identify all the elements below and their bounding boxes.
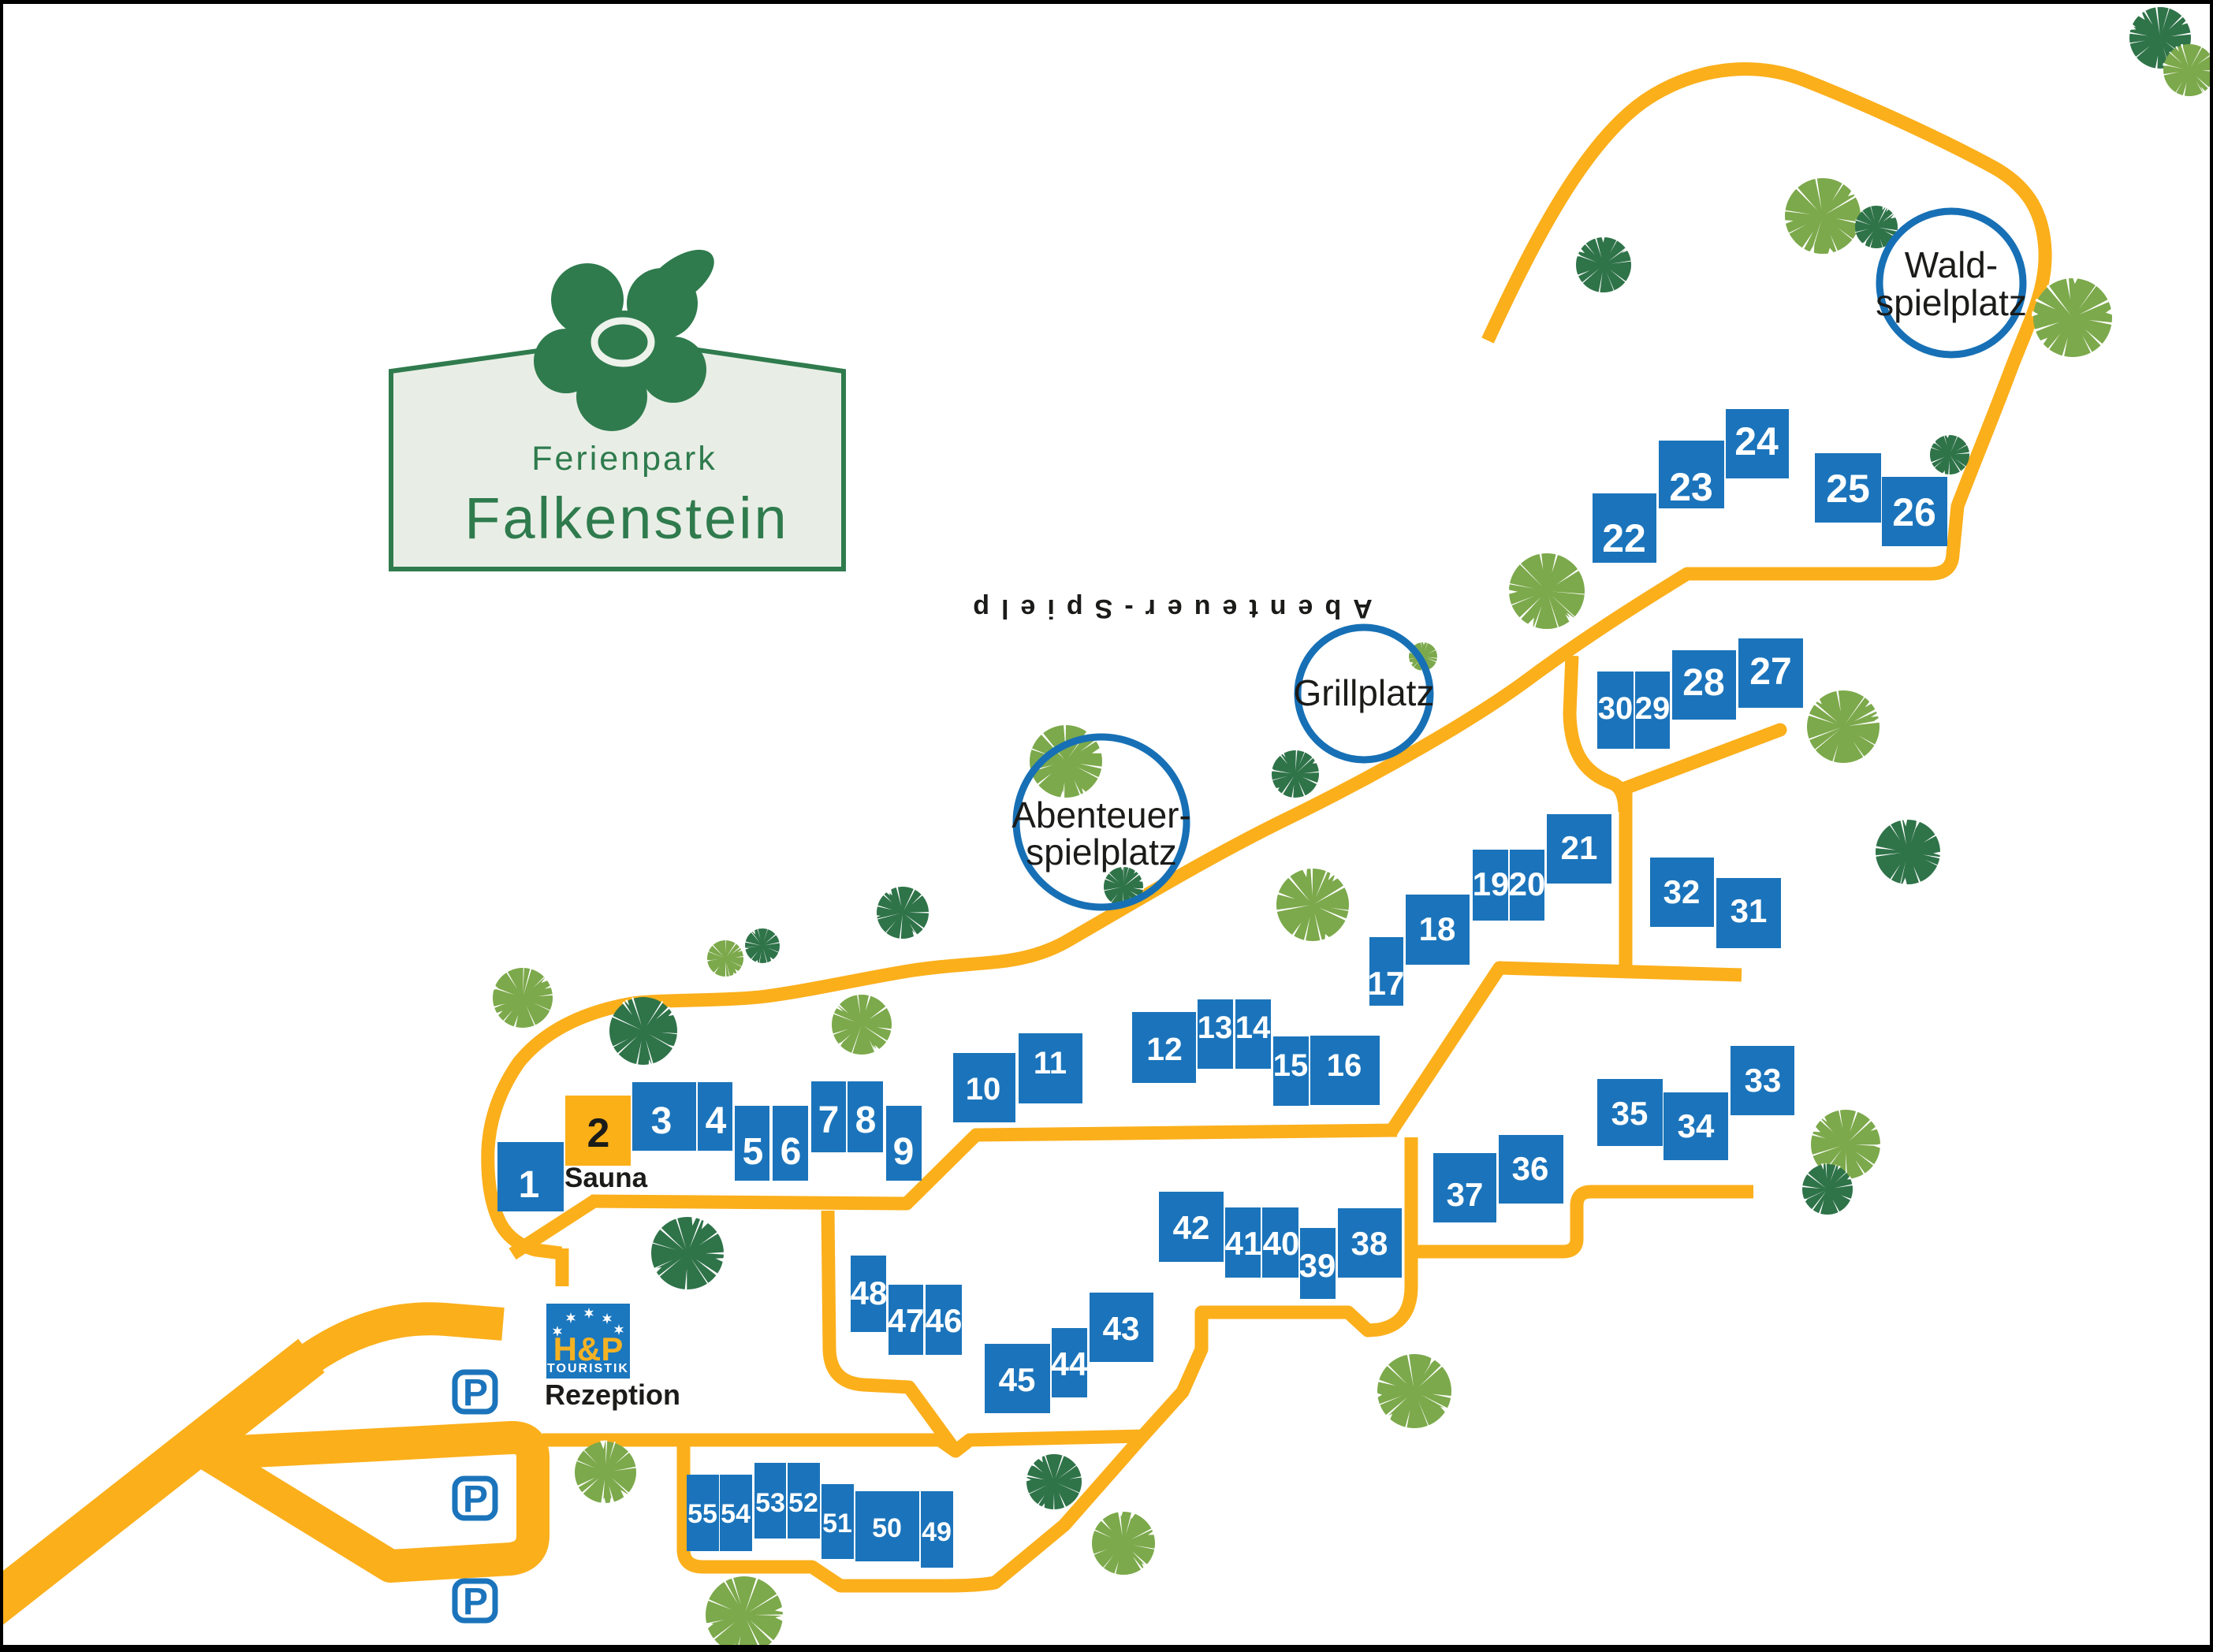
svg-text:spielplatz: spielplatz [1026, 832, 1177, 873]
svg-text:22: 22 [1602, 516, 1646, 560]
svg-text:19: 19 [1473, 865, 1510, 902]
svg-text:31: 31 [1731, 892, 1768, 929]
svg-text:36: 36 [1512, 1150, 1549, 1187]
svg-text:27: 27 [1749, 651, 1791, 693]
svg-text:18: 18 [1419, 910, 1456, 947]
svg-text:Wald-: Wald- [1905, 244, 1998, 285]
svg-text:4: 4 [706, 1100, 727, 1142]
svg-text:45: 45 [999, 1361, 1036, 1398]
svg-text:1: 1 [519, 1164, 540, 1206]
svg-text:P: P [463, 1479, 488, 1520]
svg-text:48: 48 [851, 1274, 888, 1312]
svg-text:Falkenstein: Falkenstein [464, 486, 788, 551]
svg-text:46: 46 [926, 1302, 963, 1339]
svg-text:24: 24 [1734, 419, 1779, 463]
svg-text:10: 10 [966, 1072, 1001, 1107]
svg-text:P: P [463, 1372, 488, 1414]
svg-text:26: 26 [1892, 490, 1936, 534]
svg-text:30: 30 [1598, 691, 1634, 726]
svg-text:32: 32 [1663, 873, 1701, 910]
svg-text:Abenteuer-: Abenteuer- [1011, 794, 1191, 835]
svg-text:38: 38 [1351, 1225, 1388, 1262]
svg-text:43: 43 [1103, 1310, 1140, 1347]
svg-text:35: 35 [1611, 1095, 1649, 1132]
svg-text:spielplatz: spielplatz [1876, 282, 2027, 323]
svg-text:7: 7 [818, 1099, 840, 1141]
svg-text:37: 37 [1447, 1176, 1484, 1213]
svg-text:29: 29 [1635, 691, 1671, 726]
svg-text:11: 11 [1034, 1046, 1067, 1081]
svg-text:Ferienpark: Ferienpark [531, 440, 717, 478]
svg-text:H&P: H&P [553, 1330, 624, 1367]
svg-text:Rezeption: Rezeption [545, 1379, 680, 1411]
svg-text:47: 47 [888, 1302, 925, 1339]
svg-text:Abenteuer-Spielp: Abenteuer-Spielp [961, 593, 1372, 623]
svg-text:50: 50 [872, 1513, 902, 1543]
svg-text:Grillplatz: Grillplatz [1294, 672, 1435, 713]
svg-text:28: 28 [1682, 662, 1724, 704]
svg-text:6: 6 [781, 1131, 802, 1173]
svg-text:34: 34 [1678, 1107, 1715, 1144]
svg-text:44: 44 [1051, 1345, 1088, 1382]
svg-text:TOURISTIK: TOURISTIK [547, 1362, 629, 1375]
svg-text:54: 54 [721, 1499, 751, 1529]
svg-text:25: 25 [1826, 467, 1870, 511]
svg-text:21: 21 [1561, 829, 1598, 866]
svg-text:12: 12 [1146, 1031, 1183, 1067]
svg-text:20: 20 [1509, 865, 1546, 902]
svg-text:39: 39 [1299, 1247, 1336, 1284]
svg-text:51: 51 [822, 1509, 852, 1539]
svg-text:8: 8 [855, 1099, 877, 1141]
svg-text:2: 2 [587, 1111, 610, 1156]
svg-text:9: 9 [893, 1131, 915, 1173]
svg-text:16: 16 [1327, 1048, 1362, 1083]
svg-text:13: 13 [1198, 1010, 1233, 1045]
svg-text:17: 17 [1368, 965, 1405, 1002]
svg-text:55: 55 [687, 1499, 717, 1529]
svg-text:3: 3 [651, 1100, 672, 1142]
svg-text:53: 53 [755, 1488, 785, 1518]
svg-text:P: P [463, 1581, 488, 1623]
svg-text:14: 14 [1235, 1010, 1271, 1045]
svg-text:23: 23 [1669, 465, 1713, 509]
svg-text:42: 42 [1173, 1209, 1210, 1246]
svg-text:41: 41 [1225, 1225, 1262, 1262]
svg-text:49: 49 [922, 1517, 952, 1547]
svg-text:5: 5 [743, 1131, 764, 1173]
svg-text:40: 40 [1263, 1225, 1300, 1262]
svg-text:15: 15 [1273, 1048, 1309, 1083]
svg-text:33: 33 [1745, 1062, 1782, 1099]
svg-text:52: 52 [788, 1488, 818, 1518]
svg-text:Sauna: Sauna [564, 1163, 648, 1193]
